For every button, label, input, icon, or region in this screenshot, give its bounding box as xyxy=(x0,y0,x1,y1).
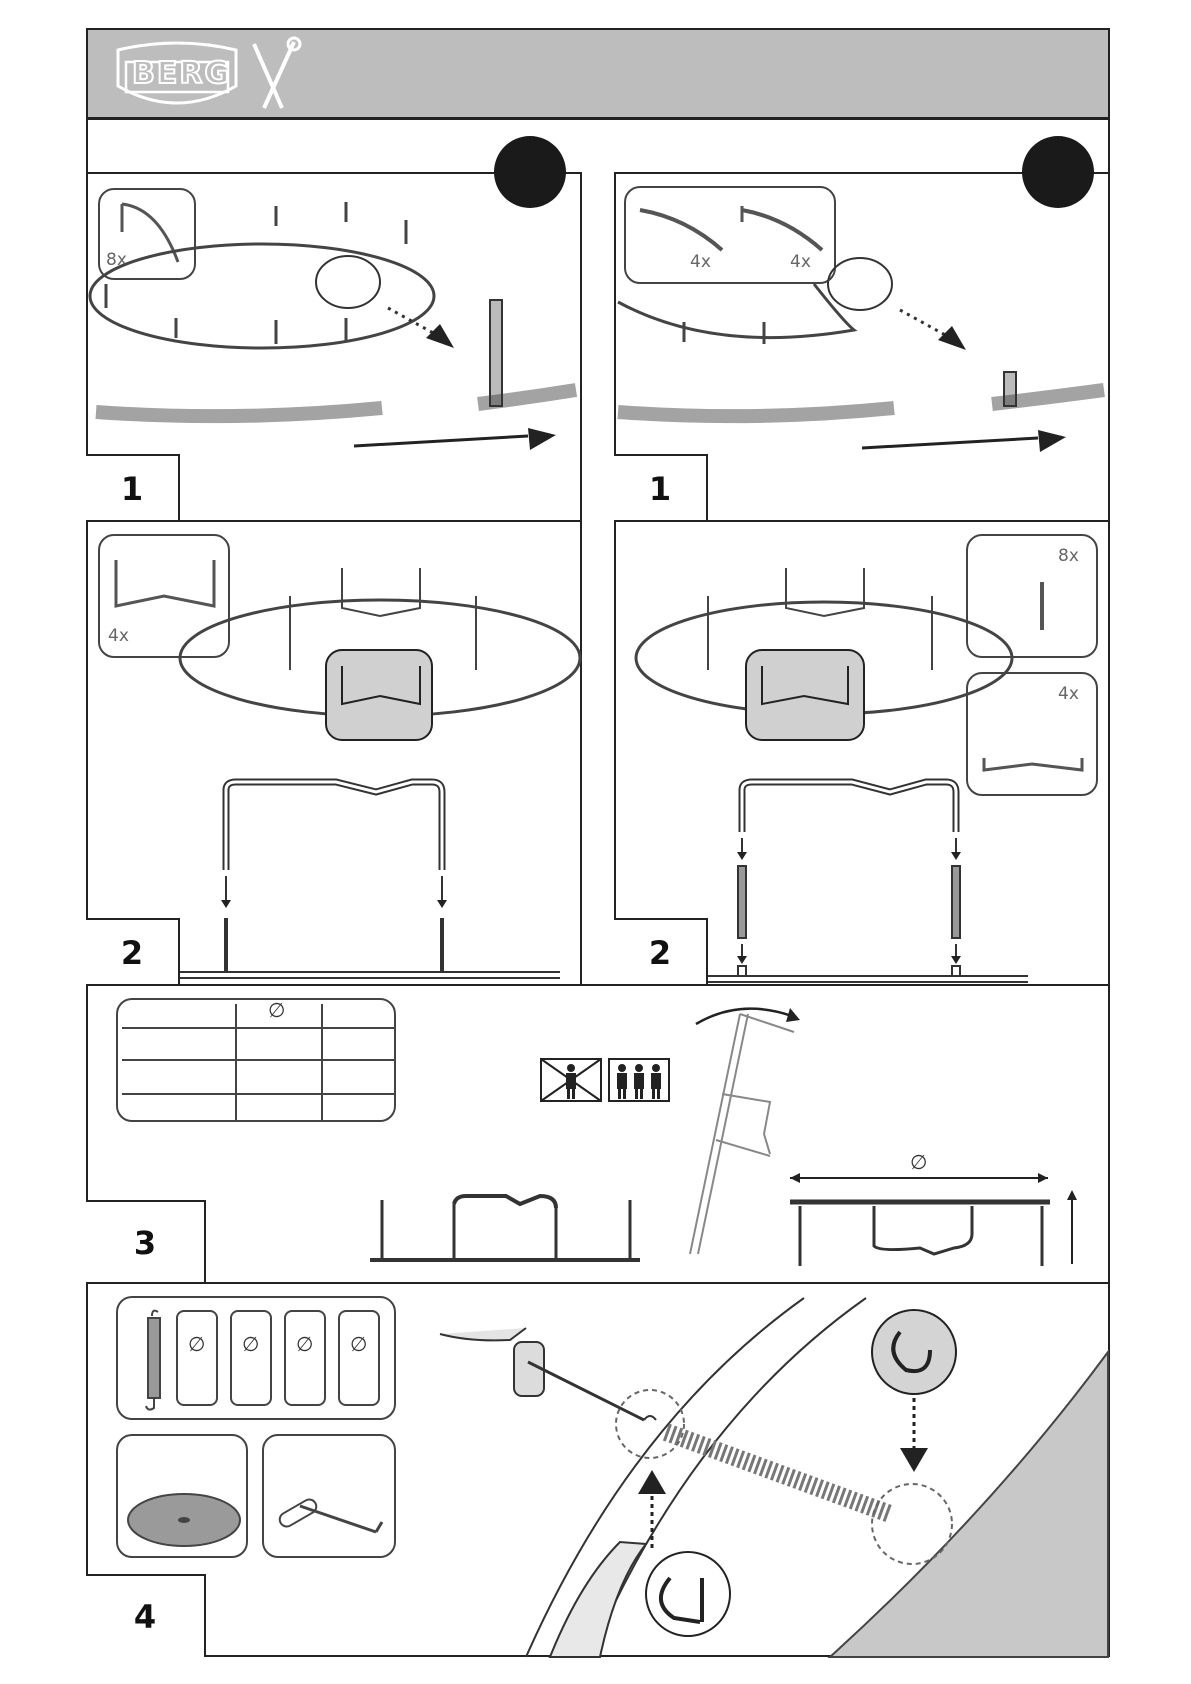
frame-with-legs-drawing xyxy=(614,520,1110,986)
size-card-4-diameter: ∅ xyxy=(350,1332,367,1356)
brand-name: BERG xyxy=(132,56,231,91)
size-card-1 xyxy=(176,1310,218,1406)
step-number-2-right: 2 xyxy=(614,918,708,986)
spring-hook-tool-icon xyxy=(262,1434,396,1558)
step-number-3: 3 xyxy=(86,1200,206,1284)
step-number-4: 4 xyxy=(86,1574,206,1657)
size-card-3 xyxy=(284,1310,326,1406)
title-band xyxy=(86,118,1110,174)
size-card-2-diameter: ∅ xyxy=(242,1332,259,1356)
spring-installation-drawing xyxy=(430,1282,1108,1657)
header-bar: BERG xyxy=(86,28,1110,120)
size-card-3-diameter: ∅ xyxy=(296,1332,313,1356)
jumping-mat-icon xyxy=(116,1434,248,1558)
table-header-diameter: ∅ xyxy=(268,998,285,1022)
frame-flip-drawing xyxy=(360,984,1100,1284)
step-number-1-left: 1 xyxy=(86,454,180,522)
size-table xyxy=(116,998,396,1122)
spring-icon xyxy=(126,1298,176,1422)
screwdriver-wrench-icon xyxy=(246,36,306,116)
size-card-1-diameter: ∅ xyxy=(188,1332,205,1356)
size-card-2 xyxy=(230,1310,272,1406)
size-card-4 xyxy=(338,1310,380,1406)
frame-diameter-label: ∅ xyxy=(910,1150,927,1174)
frame-with-legs-drawing xyxy=(86,520,582,986)
step-number-1-right: 1 xyxy=(614,454,708,522)
step-number-2-left: 2 xyxy=(86,918,180,986)
